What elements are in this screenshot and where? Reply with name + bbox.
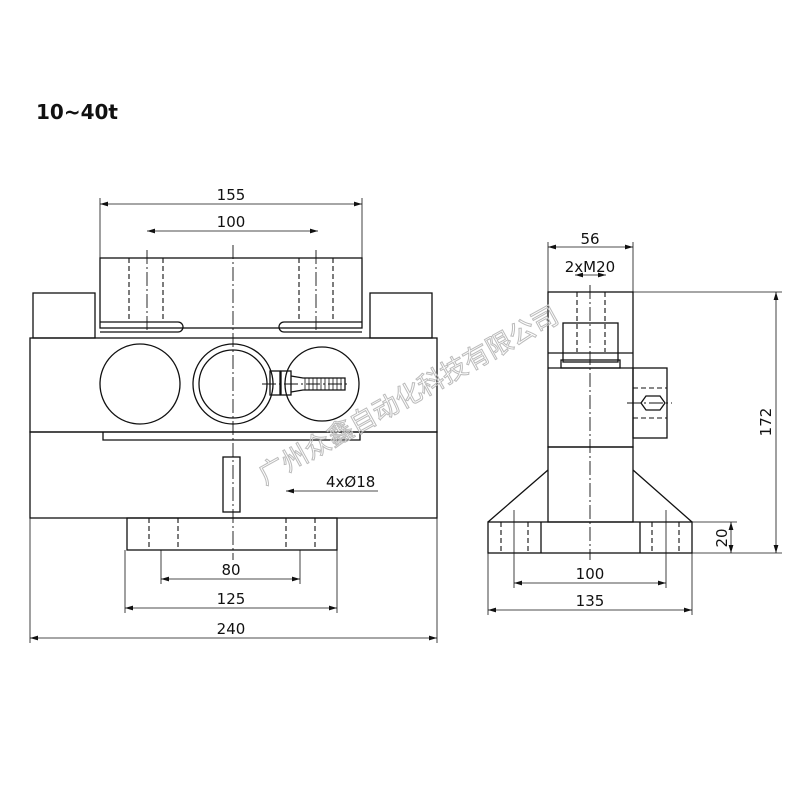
capacity-title: 10~40t [36, 100, 118, 124]
lower-body [29, 431, 438, 519]
side-stub [562, 322, 619, 363]
dim-135: 135 [576, 592, 605, 610]
company-watermark: 广州众鑫自动化科技有限公司 [254, 301, 564, 491]
side-lower-body [547, 446, 634, 523]
left-side-block [32, 292, 96, 339]
dim-155: 155 [217, 186, 246, 204]
dim-80: 80 [221, 561, 240, 579]
dim-240: 240 [217, 620, 246, 638]
dim-125: 125 [217, 590, 246, 608]
dim-20: 20 [713, 528, 731, 547]
center-slot [222, 456, 241, 513]
dim-100-top: 100 [217, 213, 246, 231]
dim-100-side: 100 [576, 565, 605, 583]
top-block [99, 257, 363, 329]
side-upper-body [547, 291, 634, 448]
dim-172: 172 [757, 408, 775, 437]
dim-thread: 2xM20 [565, 258, 615, 276]
side-view: 56 2xM20 172 20 100 135 [487, 230, 782, 615]
left-circle [99, 343, 181, 425]
right-side-block [369, 292, 433, 339]
front-view: 155 100 4xØ18 80 125 240 [29, 186, 438, 643]
nut-2 [280, 370, 292, 396]
dim-hole-callout: 4xØ18 [326, 473, 375, 491]
nut-1 [269, 370, 281, 396]
top-slots [100, 321, 362, 333]
foot [126, 517, 338, 551]
dim-56: 56 [580, 230, 599, 248]
